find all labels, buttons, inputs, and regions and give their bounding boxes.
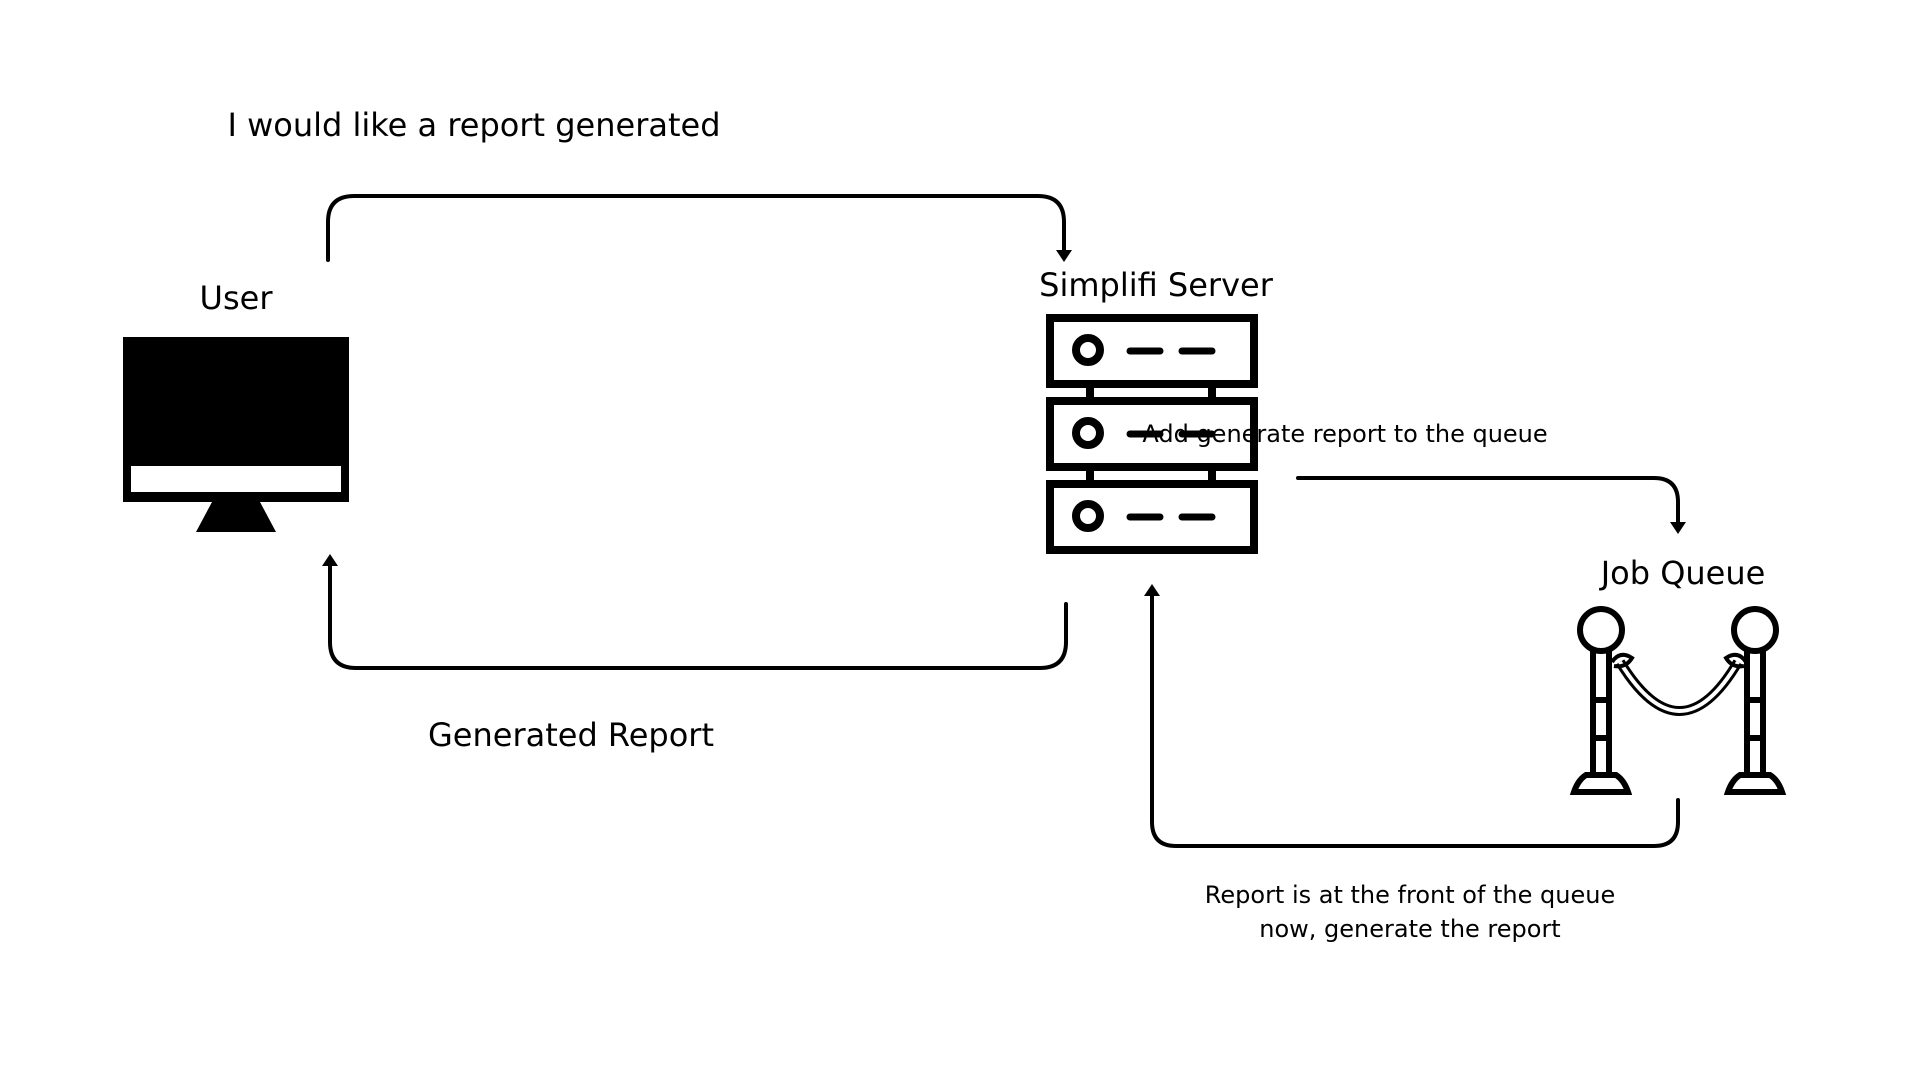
dequeue-edge-label: Report is at the front of the queue now,…: [1170, 878, 1650, 946]
response-arrowhead: [322, 554, 338, 566]
enqueue-edge-label: Add generate report to the queue: [1142, 420, 1548, 448]
dequeue-arrow: [1150, 594, 1680, 848]
response-edge-label: Generated Report: [427, 716, 715, 754]
monitor-icon: [123, 337, 349, 532]
user-node-label: User: [199, 279, 273, 317]
server-node-label: Simplifi Server: [1039, 266, 1273, 304]
response-arrow: [328, 562, 1068, 670]
rope-barrier-icon: [1569, 606, 1787, 795]
enqueue-arrowhead: [1670, 522, 1686, 534]
dequeue-edge-label-line1: Report is at the front of the queue: [1204, 881, 1616, 909]
request-arrow: [326, 194, 1066, 262]
request-arrowhead: [1056, 250, 1072, 262]
queue-node-label: Job Queue: [1600, 554, 1766, 592]
request-edge-label: I would like a report generated: [227, 106, 721, 144]
dequeue-arrowhead: [1144, 584, 1160, 596]
server-rack-icon: [1046, 314, 1258, 554]
dequeue-edge-label-line2: now, generate the report: [1259, 915, 1561, 943]
enqueue-arrow: [1296, 476, 1680, 526]
